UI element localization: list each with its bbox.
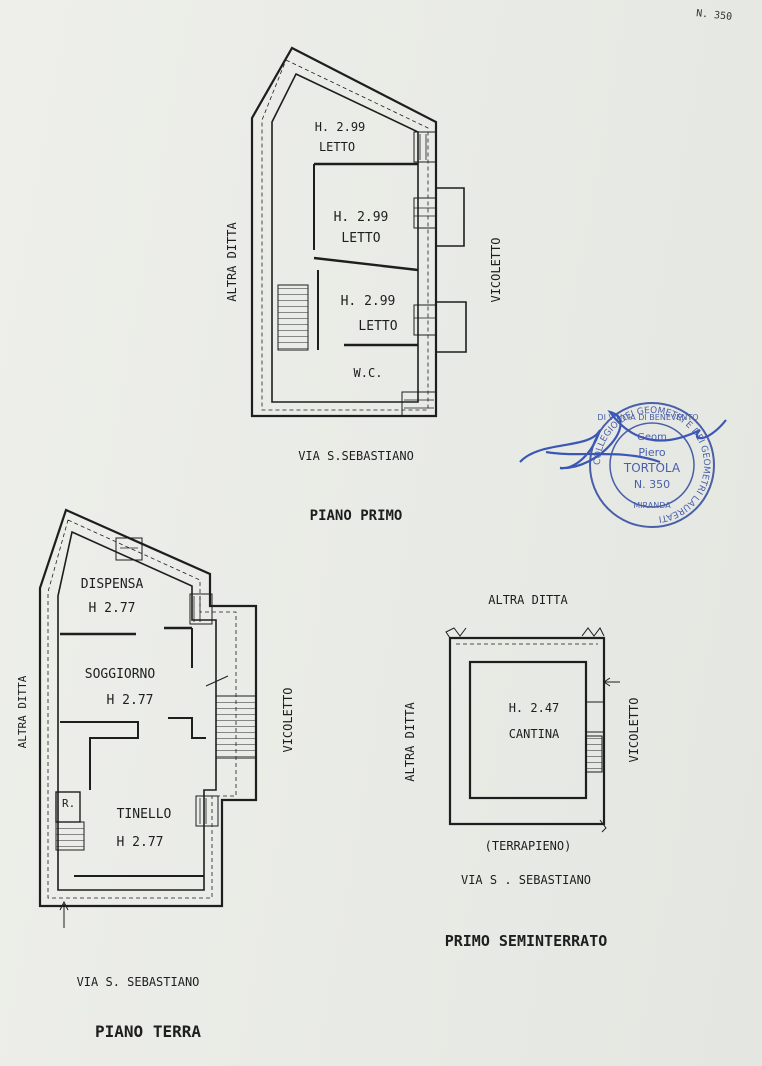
- room-name-dispensa: DISPENSA: [81, 577, 144, 592]
- room-height-3: H. 2.99: [341, 294, 396, 309]
- balcony-1: [436, 187, 465, 247]
- room-name-tinello: TINELLO: [117, 807, 172, 822]
- piano-terra-title: PIANO TERRA: [95, 1022, 201, 1041]
- piano-terra-outer-wall: [38, 508, 258, 908]
- seminterrato-title: PRIMO SEMINTERRATO: [445, 932, 608, 950]
- partition-letto-2: [313, 256, 419, 272]
- seminterrato-plan: [445, 627, 620, 833]
- piano-primo-outer-wall: [250, 46, 438, 418]
- room-height-dispensa: H 2.77: [89, 601, 136, 616]
- stamp-line1: Geom: [637, 432, 667, 443]
- room-name-2: LETTO: [341, 231, 380, 246]
- piano-primo-right-label: VICOLETTO: [489, 237, 503, 302]
- room-height-cantina: H. 2.47: [509, 701, 560, 715]
- piano-terra-inner-wall: [57, 530, 217, 891]
- piano-primo-street-label: VIA S.SEBASTIANO: [298, 449, 414, 463]
- piano-terra-plan: [38, 508, 258, 928]
- piano-primo-stairs: [277, 284, 309, 351]
- room-name-1: LETTO: [319, 140, 355, 154]
- seminterrato-outer-wall: [448, 636, 606, 826]
- signature: [519, 410, 727, 470]
- piano-primo-left-label: ALTRA DITTA: [225, 221, 239, 301]
- seminterrato-left-label: ALTRA DITTA: [403, 701, 417, 781]
- room-name-3: LETTO: [358, 319, 397, 334]
- piano-terra-left-label: ALTRA DITTA: [16, 675, 29, 748]
- room-name-soggiorno: SOGGIORNO: [85, 667, 156, 682]
- room-height-1: H. 2.99: [315, 120, 366, 134]
- stamp-line3: TORTOLA: [623, 461, 681, 475]
- stamp-line2: Piero: [638, 446, 665, 459]
- room-height-2: H. 2.99: [334, 210, 389, 225]
- seminterrato-bottom-label: (TERRAPIENO): [485, 839, 572, 853]
- room-name-r: R.: [62, 797, 75, 810]
- piano-primo-title: PIANO PRIMO: [310, 508, 403, 524]
- stamp-city: MIRANDA: [633, 501, 671, 510]
- surveyor-stamp: COLLEGIO DEI GEOMETRI E DEI GEOMETRI LAU…: [589, 402, 715, 528]
- balcony-2: [436, 301, 467, 353]
- room-height-soggiorno: H 2.77: [107, 693, 154, 708]
- piano-terra-outer-stairs: [215, 695, 257, 759]
- piano-primo-plan: [250, 46, 467, 418]
- piano-terra-right-label: VICOLETTO: [281, 687, 295, 752]
- seminterrato-right-label: VICOLETTO: [627, 697, 641, 762]
- room-height-tinello: H 2.77: [117, 835, 164, 850]
- room-name-wc: W.C.: [354, 366, 383, 380]
- seminterrato-top-label: ALTRA DITTA: [488, 593, 568, 607]
- stamp-number: N. 350: [634, 478, 670, 491]
- piano-primo-inner-wall: [271, 72, 419, 403]
- piano-terra-inner-stairs: [55, 821, 85, 851]
- seminterrato-street-label: VIA S . SEBASTIANO: [461, 873, 591, 887]
- stamp-district: DI VINCIA DI BENEVENTO: [597, 413, 698, 422]
- room-name-cantina: CANTINA: [509, 727, 560, 741]
- seminterrato-stairs: [585, 735, 603, 773]
- piano-terra-street-label: VIA S. SEBASTIANO: [77, 975, 200, 989]
